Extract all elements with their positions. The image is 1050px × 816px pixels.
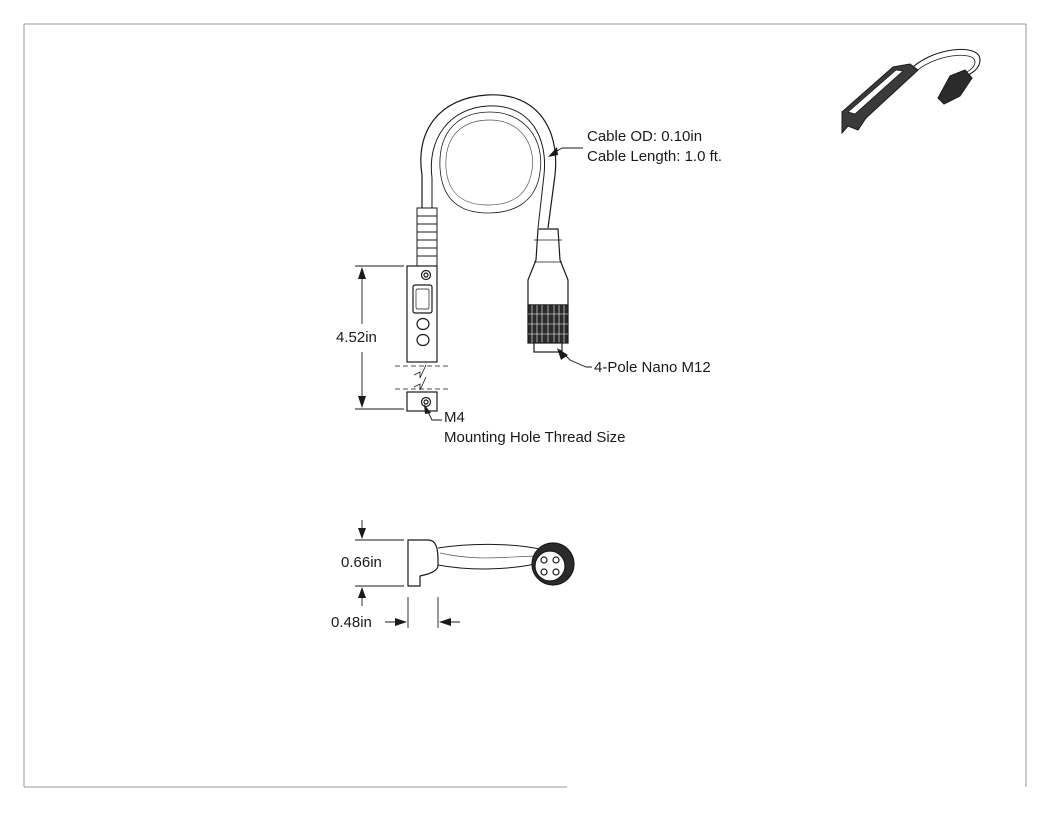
sensor-profile — [407, 539, 439, 587]
isometric-preview — [841, 48, 981, 135]
cable-loop-ring — [439, 111, 542, 214]
m12-connector — [527, 228, 569, 353]
sheet-frame — [23, 23, 1027, 788]
bottom-mount-hole — [420, 396, 432, 408]
sensor-body — [406, 265, 438, 363]
iso-connector — [937, 69, 973, 105]
top-mount-hole — [420, 269, 432, 281]
leader-arrows — [424, 147, 568, 414]
cable-length-label: Cable Length: 1.0 ft. — [587, 148, 723, 165]
thread-size-label: M4 — [444, 409, 465, 426]
cable-strain-relief — [416, 207, 438, 267]
led-window — [412, 284, 433, 314]
body-length-dimension: 4.52in — [336, 329, 377, 346]
iso-sensor — [841, 63, 919, 135]
sensor-body-lower — [406, 391, 438, 412]
body-width-dimension: 0.48in — [331, 614, 372, 631]
connector-face — [531, 542, 575, 586]
indicator-led-2 — [416, 333, 430, 347]
cable-loop-outer — [420, 94, 557, 229]
cable-od-label: Cable OD: 0.10in — [587, 128, 703, 145]
side-cable — [437, 543, 541, 550]
body-height-dimension: 0.66in — [341, 554, 382, 571]
thread-description-label: Mounting Hole Thread Size — [444, 429, 626, 446]
front-view — [355, 94, 592, 421]
indicator-led-1 — [416, 317, 430, 331]
connector-label: 4-Pole Nano M12 — [594, 359, 711, 376]
cable-loop-inner — [430, 105, 546, 229]
break-lines — [395, 365, 449, 390]
side-view — [355, 520, 575, 628]
